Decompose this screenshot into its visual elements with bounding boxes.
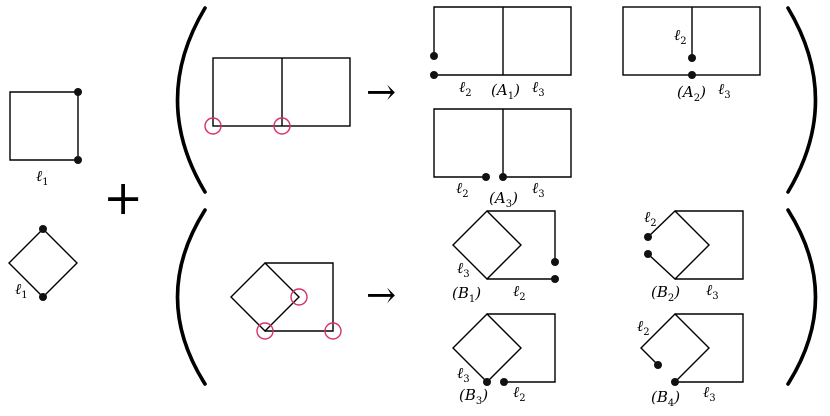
- label-B1: (B1): [452, 284, 481, 305]
- vertex-dot: [430, 71, 438, 79]
- arrow-bottom: →: [366, 275, 396, 316]
- label-B1-l3: ℓ3: [457, 259, 470, 280]
- label-B2-l2: ℓ2: [644, 208, 657, 229]
- arrow-top: →: [366, 72, 396, 113]
- result-B1: [452, 210, 559, 283]
- vertex-dot: [688, 71, 696, 79]
- label-B1-l2: ℓ2: [513, 282, 526, 303]
- label-A3: (A3): [489, 189, 518, 210]
- B2-square: [675, 210, 744, 280]
- result-B2: [644, 210, 744, 280]
- vertex-dot: [39, 225, 47, 233]
- highlight-circle: [256, 322, 274, 340]
- result-A3: [433, 108, 572, 181]
- B2-diamond: [647, 210, 710, 280]
- label-B2: (B2): [651, 283, 680, 304]
- vertex-dot: [430, 52, 438, 60]
- label-B2-l3: ℓ3: [706, 281, 719, 302]
- label-l1-square: ℓ1: [36, 167, 49, 188]
- vertex-dot: [39, 293, 47, 301]
- highlight-circle: [290, 288, 308, 306]
- highlight-circle: [324, 322, 342, 340]
- result-B4: [640, 313, 744, 386]
- label-A1: (A1): [491, 81, 520, 102]
- vertex-dot: [644, 250, 652, 258]
- label-B4-l3: ℓ3: [703, 383, 716, 404]
- label-A3-l3: ℓ3: [532, 179, 545, 200]
- label-A2-l2: ℓ2: [674, 26, 687, 47]
- vertex-dot: [74, 156, 82, 164]
- label-A3-l2: ℓ2: [456, 179, 469, 200]
- vertex-dot: [483, 378, 491, 386]
- source-domino-diamond: [230, 262, 342, 340]
- vertex-dot: [500, 378, 508, 386]
- square-outline: [265, 262, 334, 332]
- base-diamond: [8, 225, 78, 301]
- vertex-dot: [688, 54, 696, 62]
- result-B3: [452, 313, 556, 386]
- label-A2-l3: ℓ3: [718, 80, 731, 101]
- vertex-dot: [551, 275, 559, 283]
- label-B3-l2: ℓ2: [513, 383, 526, 404]
- A1-outline: [433, 6, 572, 76]
- label-A1-l3: ℓ3: [532, 78, 545, 99]
- label-B3: (B3): [459, 386, 488, 407]
- B3-square: [487, 313, 556, 383]
- source-domino-squares: [204, 57, 351, 135]
- result-A2: [622, 6, 761, 79]
- label-B4-l2: ℓ2: [637, 317, 650, 338]
- vertex-dot: [671, 378, 679, 386]
- label-A1-l2: ℓ2: [459, 78, 472, 99]
- vertex-dot: [74, 88, 82, 96]
- paren-bottom-right: [786, 208, 818, 386]
- result-A1: [430, 6, 572, 79]
- plus-operator: +: [103, 170, 143, 226]
- paren-bottom-left: [175, 208, 207, 386]
- highlight-circle: [273, 117, 291, 135]
- highlight-circle: [204, 117, 222, 135]
- vertex-dot: [551, 258, 559, 266]
- B4-diamond: [640, 313, 710, 383]
- B1-square: [487, 210, 556, 262]
- label-B4: (B4): [651, 388, 680, 409]
- vertex-dot: [644, 233, 652, 241]
- diamond-outline: [230, 262, 300, 332]
- paren-top-right: [786, 6, 818, 194]
- base-square: [9, 88, 82, 164]
- B4-square: [675, 313, 744, 383]
- vertex-dot: [482, 173, 490, 181]
- label-A2: (A2): [677, 83, 706, 104]
- paren-top-left: [175, 6, 207, 194]
- vertex-dot: [499, 173, 507, 181]
- label-l1-diamond: ℓ1: [15, 280, 28, 301]
- base-square-outline: [9, 91, 79, 161]
- label-B3-l3: ℓ3: [457, 364, 470, 385]
- vertex-dot: [654, 361, 662, 369]
